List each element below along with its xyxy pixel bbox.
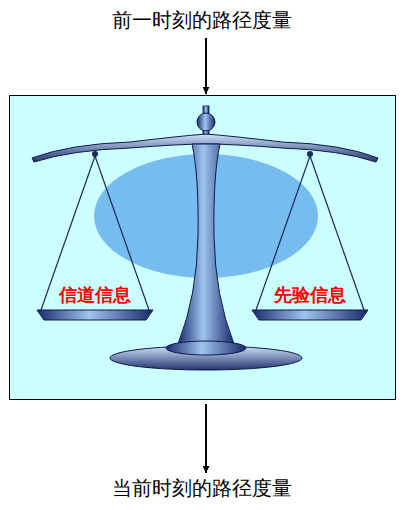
balance-scale-illustration bbox=[10, 96, 395, 399]
scale-pillar bbox=[178, 144, 234, 344]
prior-info: 先验信息 bbox=[274, 284, 346, 306]
scale-knob bbox=[197, 113, 215, 131]
output-label: 当前时刻的路径度量 bbox=[108, 474, 296, 502]
flow-arrow bbox=[205, 404, 207, 473]
channel-info: 信道信息 bbox=[59, 284, 131, 306]
flow-label: 当前时刻的路径度量 bbox=[112, 476, 292, 500]
right-pan bbox=[252, 310, 368, 320]
flow-arrow bbox=[205, 38, 207, 94]
input-label: 前一时刻的路径度量 bbox=[108, 6, 296, 34]
left-pan bbox=[37, 310, 153, 320]
scale-box: 信道信息 先验信息 bbox=[9, 95, 396, 400]
flow-label: 前一时刻的路径度量 bbox=[112, 8, 292, 32]
